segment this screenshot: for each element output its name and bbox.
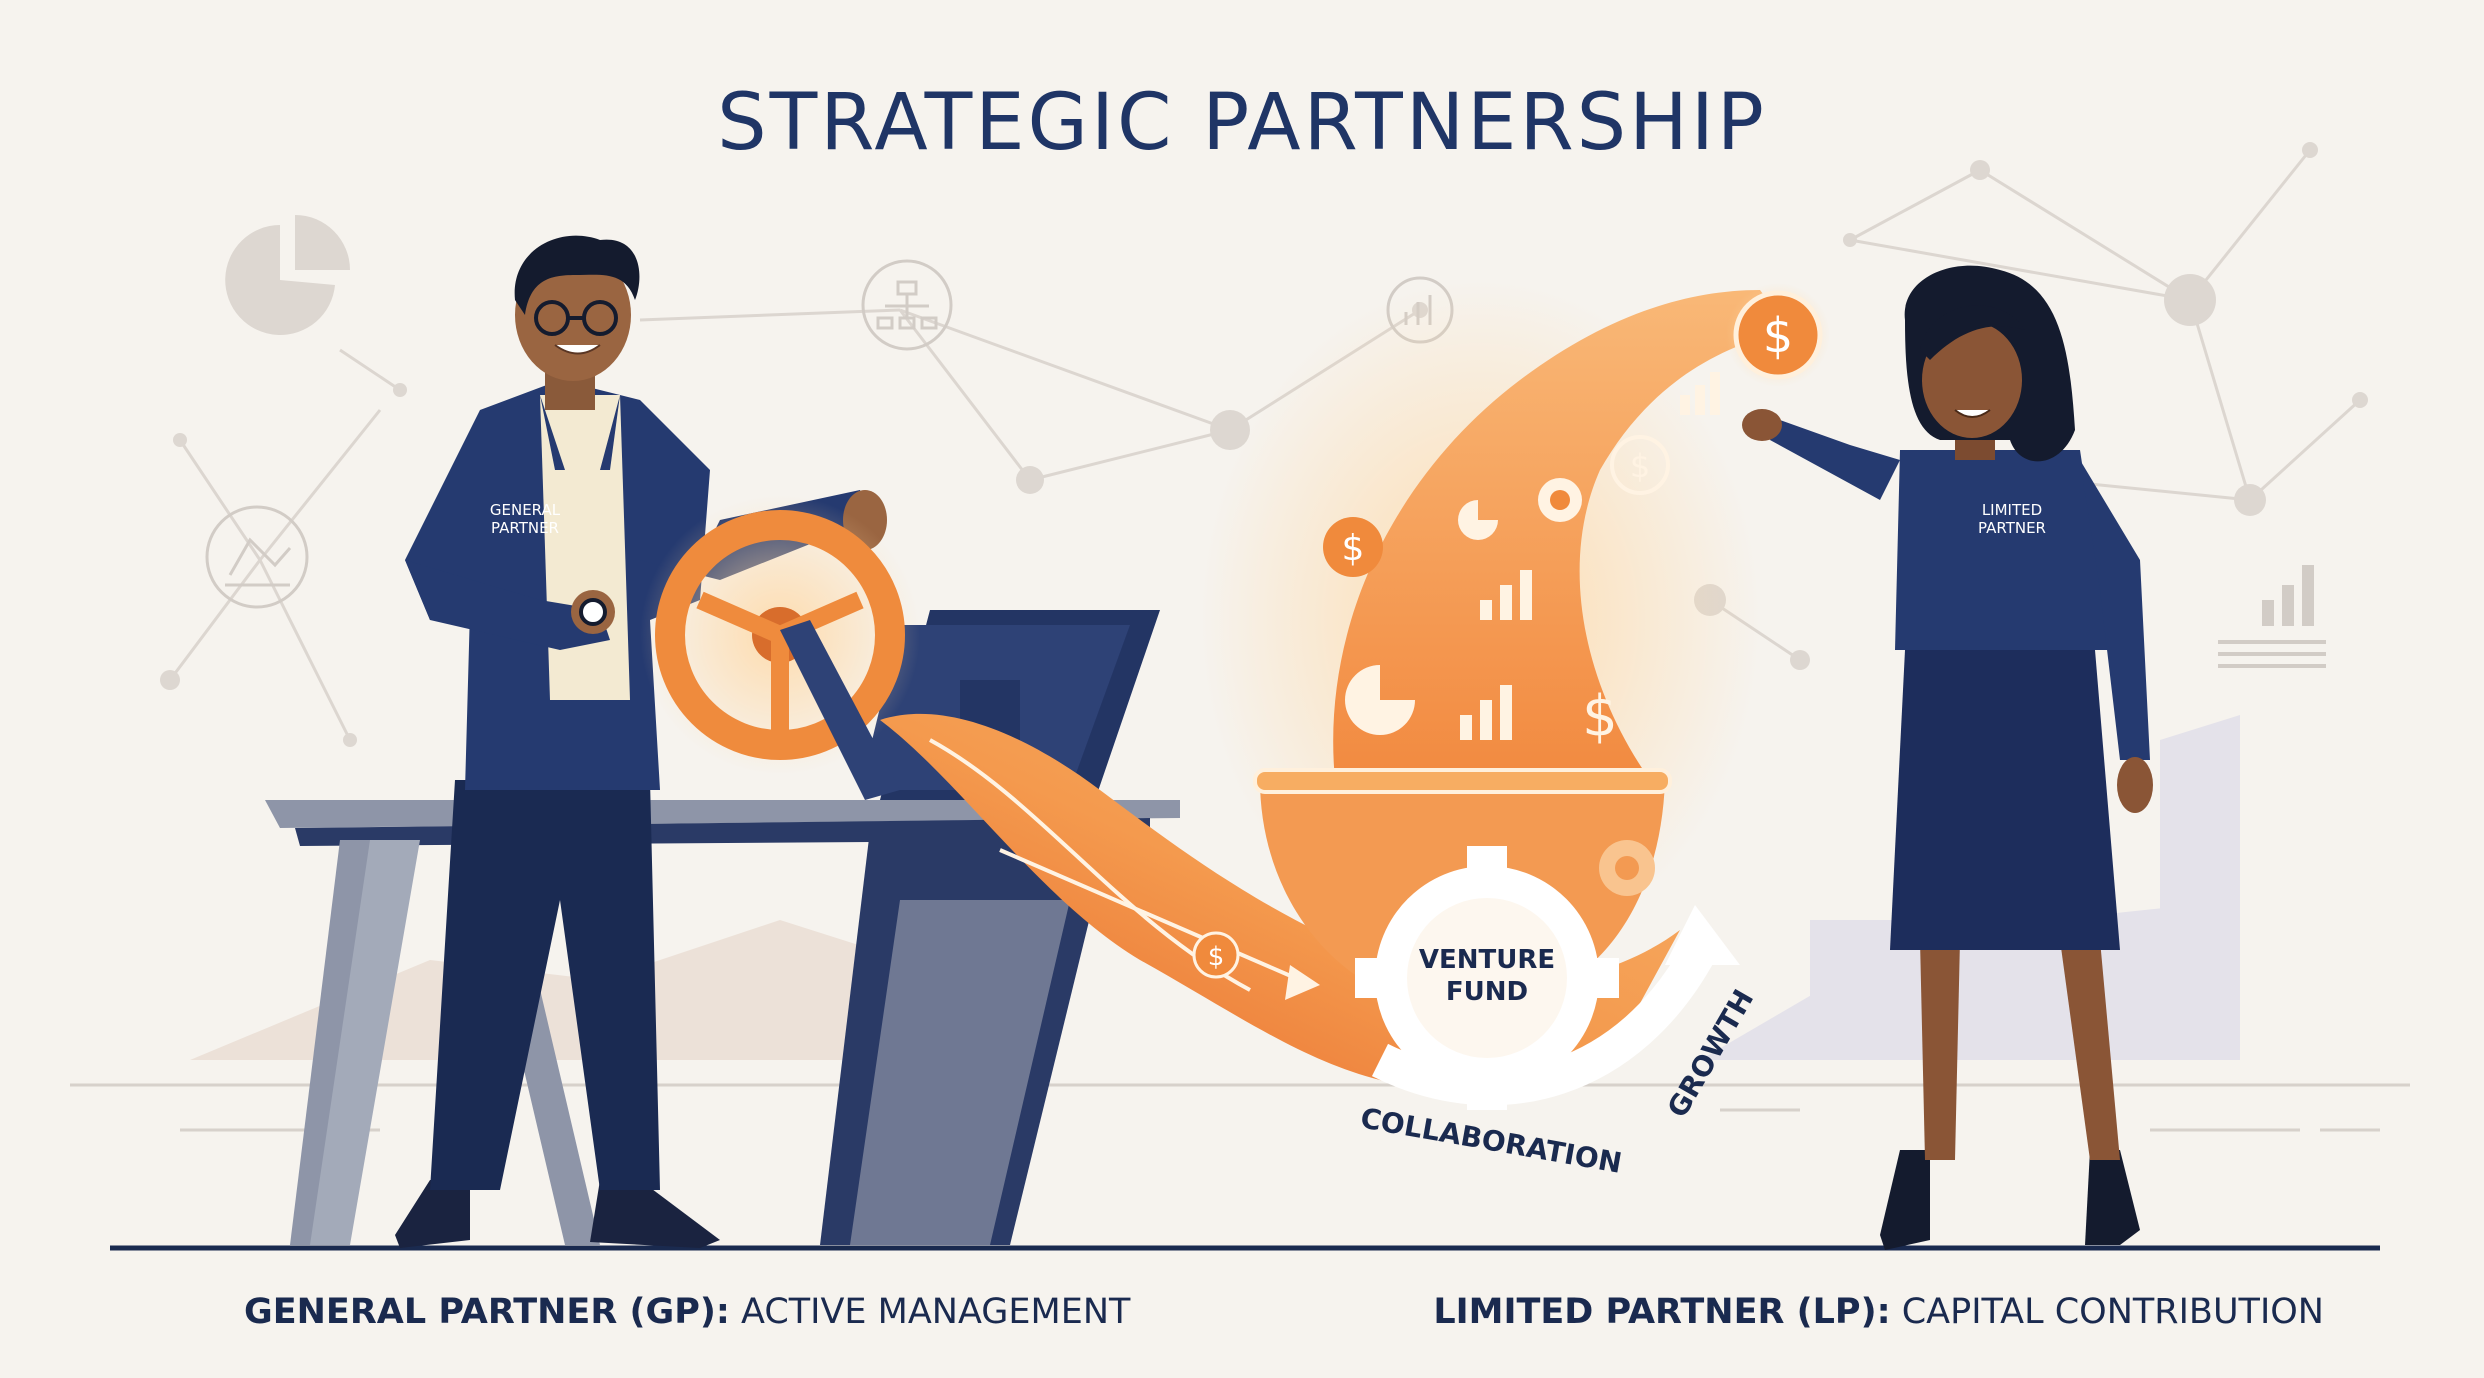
lp-caption-description: CAPITAL CONTRIBUTION [1890,1292,2324,1332]
gp-caption-role: GENERAL PARTNER (GP): [244,1292,730,1332]
svg-text:$: $ [1208,942,1225,972]
gp-caption-description: ACTIVE MANAGEMENT [729,1292,1131,1332]
dollar-coin-icon: $ [1610,435,1670,495]
network-icon [205,505,309,609]
collaboration-label: COLLABORATION [1358,1101,1624,1179]
dollar-coin-icon: $ [1582,684,1618,749]
steering-column [780,620,900,800]
svg-text:$: $ [1582,684,1618,749]
venture-fund-gear: VENTURE FUND [1355,846,1619,1110]
lp-caption-role: LIMITED PARTNER (LP): [1433,1292,1891,1332]
svg-text:$: $ [1342,528,1365,569]
dollar-coin-icon: $ [1726,283,1830,387]
pie-chart-icon [225,215,350,335]
desk [265,800,1180,1245]
org-chart-icon [861,259,953,351]
dollar-coin-icon: $ [1323,517,1383,577]
gear-icon [1599,840,1655,896]
general-partner-figure: GENERAL PARTNER [395,235,887,1248]
gear-label-line1: VENTURE [1419,945,1555,975]
svg-text:$: $ [1763,308,1794,364]
dollar-coin-icon: $ [1192,931,1240,979]
lp-shirt-label-line2: PARTNER [1978,519,2046,537]
floor-lines [70,1083,2410,1132]
gear-icon [1538,478,1582,522]
pie-chart-icon [1345,500,1498,735]
bar-chart-icon [1460,372,1720,740]
steering-wheel-icon [640,495,920,775]
bar-chart-icon [2218,565,2326,668]
lp-shirt-label-line1: LIMITED [1982,501,2042,519]
limited-partner-figure: LIMITED PARTNER [1742,265,2153,1250]
gear-label-line2: FUND [1446,977,1528,1007]
svg-text:$: $ [1630,447,1650,485]
gp-shirt-label-line1: GENERAL [490,501,561,519]
lp-caption: LIMITED PARTNER (LP): CAPITAL CONTRIBUTI… [1433,1292,2324,1332]
gp-caption: GENERAL PARTNER (GP): ACTIVE MANAGEMENT [244,1292,1130,1332]
gp-shirt-label-line2: PARTNER [491,519,559,537]
page-title: STRATEGIC PARTNERSHIP [717,78,1767,168]
